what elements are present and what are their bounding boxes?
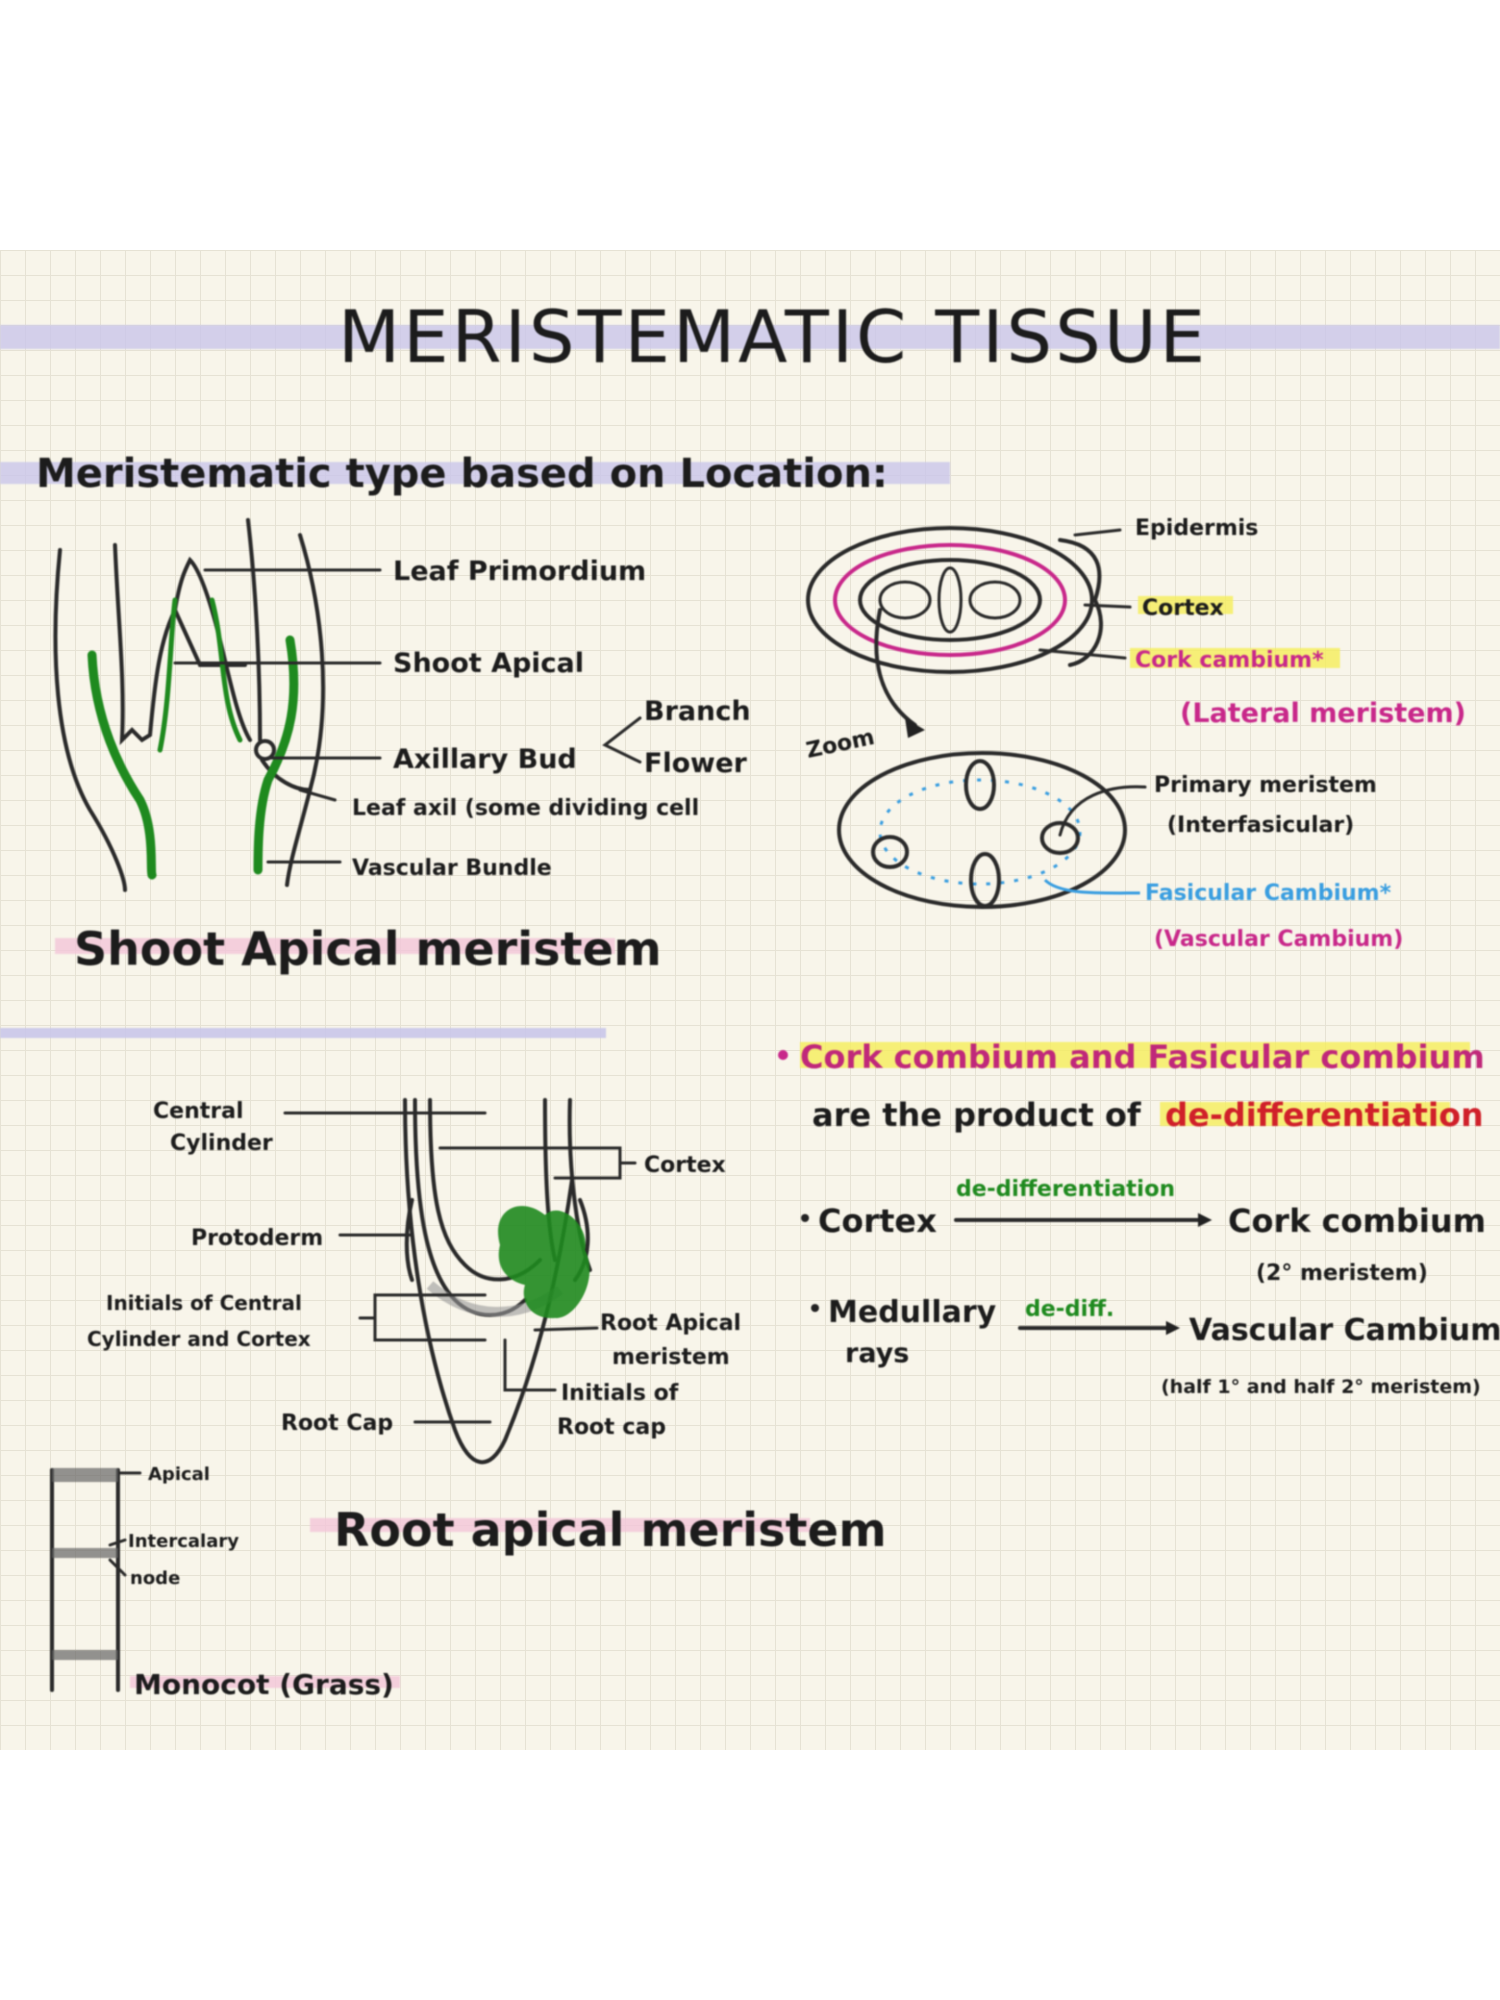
caption-highlight (130, 1676, 400, 1688)
note-rays: rays (845, 1338, 909, 1369)
label-leaf-primordium: Leaf Primordium (393, 556, 646, 587)
shoot-apex-diagram (53, 518, 642, 892)
subtitle-highlight (0, 462, 950, 484)
note-vascular-note: (half 1° and half 2° meristem) (1161, 1376, 1481, 1398)
label-shoot-apical: Shoot Apical (393, 648, 584, 679)
stem-cross-section (806, 526, 1147, 909)
label-initials-1: Initials of Central (106, 1291, 302, 1315)
label-central: Central (153, 1099, 243, 1124)
note-highlight (800, 1042, 1470, 1068)
label-fasicular-cambium: Fasicular Cambium* (1145, 881, 1392, 906)
label-flower: Flower (644, 748, 748, 779)
label-root-cap: Root Cap (281, 1411, 393, 1436)
label-root-cap-initials: Root cap (557, 1415, 666, 1440)
note-highlight (1138, 596, 1233, 614)
label-epidermis: Epidermis (1135, 516, 1258, 541)
note-line-2b: de-differentiation (1165, 1096, 1484, 1134)
label-branch: Branch (644, 696, 751, 727)
label-interfasicular: (Interfasicular) (1167, 813, 1354, 838)
caption-highlight (55, 938, 615, 954)
note-line-2a: are the product of (812, 1096, 1142, 1134)
label-cork-cambium: Cork cambium* (1135, 648, 1324, 673)
root-apex-diagram (283, 1098, 637, 1464)
bullet-icon (801, 1214, 809, 1222)
arrow-label-dediff: de-diff. (1025, 1297, 1114, 1322)
note-cork-result: Cork combium (1228, 1202, 1486, 1240)
label-node: node (130, 1568, 180, 1589)
label-apical: Apical (148, 1464, 210, 1485)
label-vascular-cambium: (Vascular Cambium) (1154, 927, 1403, 952)
monocot-stem-diagram (50, 1468, 142, 1692)
caption-highlight (310, 1518, 810, 1532)
label-initials-2: Cylinder and Cortex (87, 1327, 311, 1351)
section-divider (0, 1028, 606, 1038)
monocot-caption: Monocot (Grass) (134, 1668, 394, 1701)
label-initials-of: Initials of (561, 1381, 679, 1406)
label-protoderm: Protoderm (191, 1226, 323, 1251)
label-cortex: Cortex (1142, 596, 1224, 621)
root-caption: Root apical meristem (334, 1503, 887, 1557)
shoot-caption: Shoot Apical meristem (74, 922, 662, 976)
label-root-cortex: Cortex (644, 1153, 726, 1178)
title-highlight (0, 325, 1500, 349)
arrow-label-dedifferentiation: de-differentiation (956, 1177, 1175, 1202)
note-cortex: Cortex (818, 1202, 937, 1240)
note-highlight (1130, 648, 1340, 668)
label-cylinder: Cylinder (170, 1131, 273, 1156)
bullet-icon (778, 1050, 788, 1060)
page-title: MERISTEMATIC TISSUE (338, 295, 1208, 379)
note-vascular-result: Vascular Cambium (1189, 1313, 1500, 1348)
arrow-head-icon (1166, 1321, 1180, 1335)
label-primary-meristem: Primary meristem (1154, 773, 1377, 798)
label-zoom: Zoom (804, 725, 877, 764)
label-intercalary: Intercalary (128, 1531, 239, 1552)
note-line-1: Cork combium and Fasicular combium (800, 1038, 1485, 1076)
arrow-head-icon (1198, 1213, 1212, 1227)
bullet-icon (811, 1304, 819, 1312)
label-meristem: meristem (612, 1345, 730, 1370)
notebook-page (0, 250, 1500, 1750)
section-subtitle: Meristematic type based on Location: (36, 451, 888, 497)
label-lateral-meristem: (Lateral meristem) (1180, 698, 1466, 729)
label-vascular-bundle: Vascular Bundle (352, 856, 552, 881)
note-medullary: Medullary (828, 1295, 997, 1330)
note-highlight (1160, 1102, 1450, 1126)
label-axillary-bud: Axillary Bud (393, 744, 577, 775)
label-leaf-axil: Leaf axil (some dividing cell (352, 796, 699, 821)
note-cork-note: (2° meristem) (1256, 1261, 1428, 1286)
label-root-apical: Root Apical (600, 1311, 741, 1336)
